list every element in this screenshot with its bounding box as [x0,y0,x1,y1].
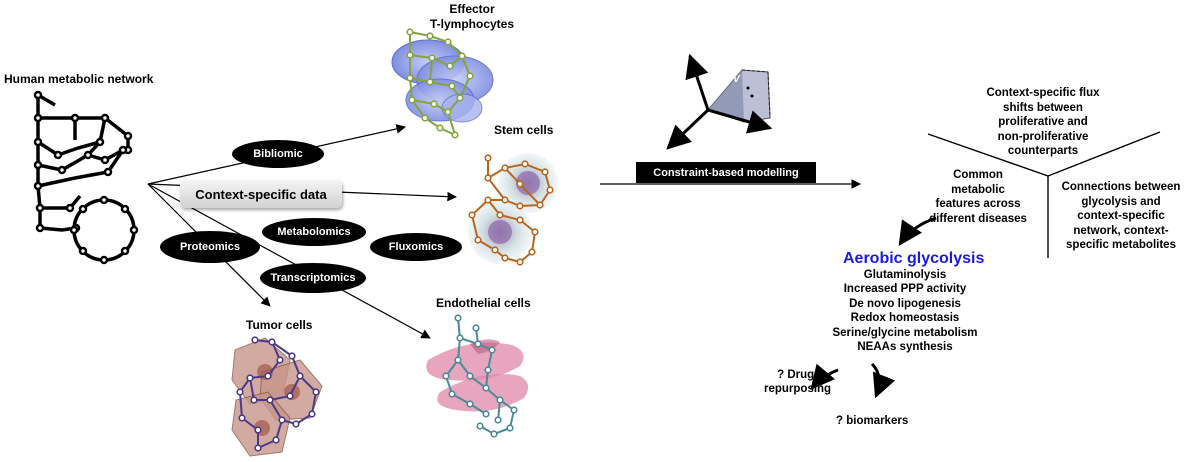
flux-shifts-line4: non-proliferative [997,130,1089,143]
flux-shifts-line1: Context-specific flux [986,87,1100,99]
drug-repurposing-line1: ? Drug- [777,369,818,381]
flux-shifts-line5: counterparts [1007,145,1079,158]
feature-item: Serine/glycine metabolism [832,326,978,339]
label-tumor-cells: Tumor cells [246,318,313,332]
endothelial-illustration [426,314,529,438]
human-network-nodes [33,90,139,265]
network-title: Human metabolic network [4,72,154,86]
pill-fluxomics: Fluxomics [370,233,462,261]
constraint-based-modelling: Constraint-based modelling [636,162,816,183]
outcome-flux-shifts: Context-specific flux shifts between pro… [948,86,1138,159]
human-network-graph [36,93,136,262]
drug-repurposing: ? Drug- repurposing [764,368,831,396]
curved-arrows [810,216,937,399]
flux-space-axes [666,53,773,150]
flux-shifts-line2: shifts between [1003,101,1083,114]
flux-space-v-label: V [733,74,740,85]
pill-bibliomic: Bibliomic [232,140,324,168]
feature-item: NEAAs synthesis [857,341,953,354]
connections-line1: Connections between [1061,181,1181,193]
pill-transcriptomics: Transcriptomics [260,263,366,293]
connections-line5: specific metabolites [1066,239,1176,252]
common-features-line1: Common [953,169,1003,181]
label-stem-cells: Stem cells [494,123,554,137]
flux-shifts-line3: proliferative and [998,116,1088,129]
label-effector-tcells: Effector T-lymphocytes [412,2,532,32]
outcome-common-features: Common metabolic features across differe… [920,168,1036,226]
label-effector-line2: T-lymphocytes [429,17,515,31]
feature-item: Increased PPP activity [843,283,967,296]
metabolic-features-list: Glutaminolysis Increased PPP activity De… [820,268,990,354]
common-features-line4: different diseases [929,212,1027,225]
connections-line4: network, context- [1073,224,1169,237]
feature-item: De novo lipogenesis [849,297,961,310]
aerobic-glycolysis: Aerobic glycolysis [843,250,985,267]
feature-item: Glutaminolysis [863,269,947,281]
biomarkers: ? biomarkers [836,415,909,427]
stem-cell-illustration [468,153,558,266]
pill-metabolomics: Metabolomics [262,218,366,246]
label-endothelial-cells: Endothelial cells [436,296,531,310]
tumor-cell-illustration [231,336,323,457]
common-features-line3: features across [935,198,1021,211]
pill-proteomics: Proteomics [160,231,260,263]
connections-line2: glycolysis and [1081,195,1161,208]
tcell-illustration [391,28,494,139]
outcome-divider [927,131,1161,258]
label-effector-line1: Effector [449,2,495,16]
connections-line3: context-specific [1077,210,1165,223]
drug-repurposing-line2: repurposing [764,383,832,395]
feature-item: Redox homeostasis [850,312,960,325]
outcome-connections: Connections between glycolysis and conte… [1052,180,1190,253]
context-specific-data-box: Context-specific data [180,180,342,208]
common-features-line2: metabolic [951,183,1005,196]
